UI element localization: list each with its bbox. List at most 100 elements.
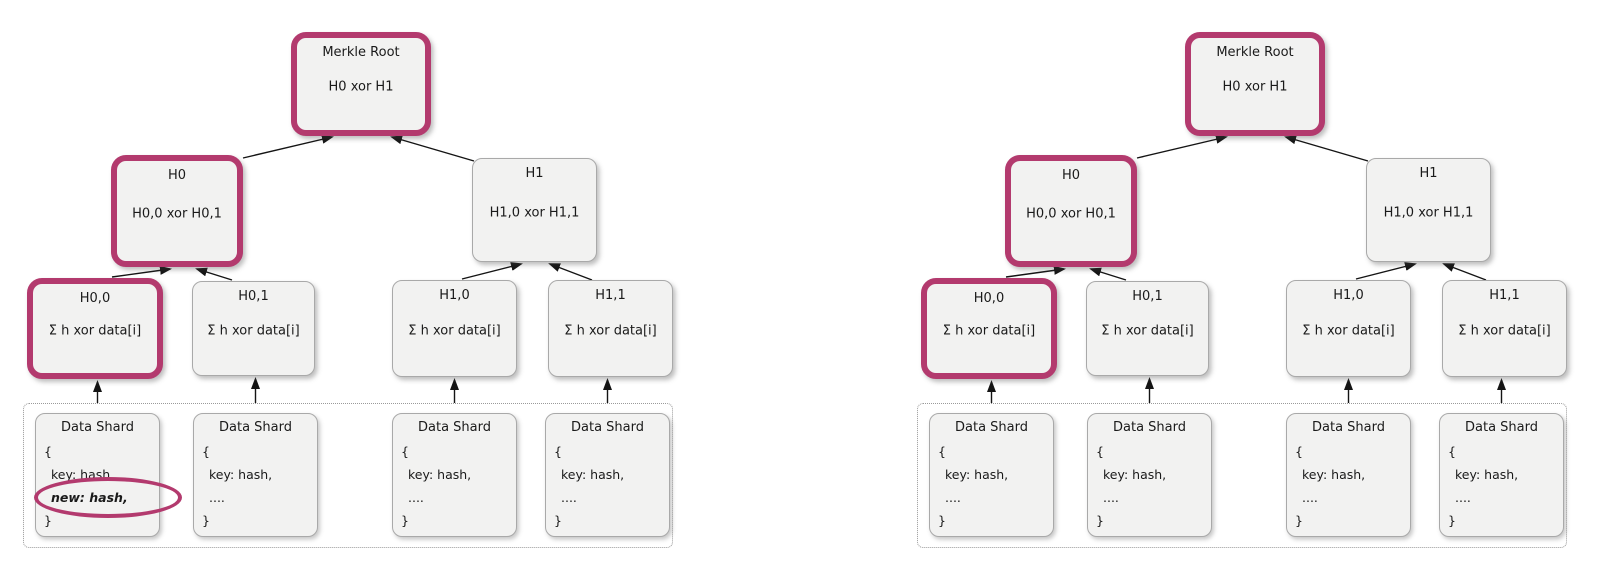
shard-line: } xyxy=(1448,513,1456,528)
shard-line: key: hash, xyxy=(561,467,625,482)
shard-line: { xyxy=(1448,444,1456,459)
data-shard-2: Data Shard { key: hash, .... } xyxy=(1087,413,1212,537)
shard-line: { xyxy=(1096,444,1104,459)
shard-line: { xyxy=(554,444,562,459)
shard-line: { xyxy=(401,444,409,459)
shard-line: .... xyxy=(1455,490,1471,505)
node-formula: Σ h xor data[i] xyxy=(564,323,657,339)
data-shard-1: Data Shard { key: hash, .... } xyxy=(929,413,1054,537)
shard-body: { key: hash, .... } xyxy=(393,440,516,532)
shard-line: .... xyxy=(1103,490,1119,505)
shard-line: { xyxy=(202,444,210,459)
shard-body: { key: hash, .... } xyxy=(194,440,317,532)
node-h10: H1,0 Σ h xor data[i] xyxy=(392,280,517,377)
node-formula: Σ h xor data[i] xyxy=(207,323,300,339)
node-h0: H0 H0,0 xor H0,1 xyxy=(111,155,243,267)
node-formula: Σ h xor data[i] xyxy=(942,323,1036,339)
shard-body: { key: hash, .... } xyxy=(1440,440,1563,532)
node-merkle-root: Merkle Root H0 xor H1 xyxy=(1185,32,1325,136)
node-title: H0,0 xyxy=(973,291,1005,306)
shard-line: key: hash, xyxy=(945,467,1009,482)
node-formula: Σ h xor data[i] xyxy=(1458,323,1551,339)
data-shard-4: Data Shard { key: hash, .... } xyxy=(1439,413,1564,537)
node-title: H1,1 xyxy=(595,288,626,303)
shard-line: .... xyxy=(561,490,577,505)
shard-title: Data Shard xyxy=(1465,420,1538,435)
data-shard-4: Data Shard { key: hash, .... } xyxy=(545,413,670,537)
node-formula: H0 xor H1 xyxy=(328,79,394,95)
node-h11: H1,1 Σ h xor data[i] xyxy=(548,280,673,377)
shard-body: { key: hash, new: hash, } xyxy=(34,440,182,532)
shard-title: Data Shard xyxy=(955,420,1028,435)
node-h00: H0,0 Σ h xor data[i] xyxy=(921,278,1057,379)
node-formula: H0,0 xor H0,1 xyxy=(132,206,222,222)
shard-title: Data Shard xyxy=(61,420,134,435)
shard-line: key: hash, xyxy=(209,467,273,482)
data-shard-3: Data Shard { key: hash, .... } xyxy=(392,413,517,537)
node-title: H0,1 xyxy=(238,289,269,304)
node-h1: H1 H1,0 xor H1,1 xyxy=(1366,158,1491,262)
node-formula: Σ h xor data[i] xyxy=(408,323,501,339)
shard-body: { key: hash, .... } xyxy=(930,440,1053,532)
shard-line: key: hash, xyxy=(1302,467,1366,482)
shard-body: { key: hash, .... } xyxy=(1287,440,1410,532)
shard-line: } xyxy=(1295,513,1303,528)
shard-body: { key: hash, .... } xyxy=(1088,440,1211,532)
shard-line: } xyxy=(554,513,562,528)
shard-title: Data Shard xyxy=(418,420,491,435)
shard-line: { xyxy=(44,444,52,459)
shard-title: Data Shard xyxy=(1312,420,1385,435)
merkle-tree-left: Merkle Root H0 xor H1 H0 H0,0 xor H0,1 H… xyxy=(0,0,700,567)
shard-line: .... xyxy=(209,490,225,505)
shard-title: Data Shard xyxy=(1113,420,1186,435)
shard-line: key: hash, xyxy=(408,467,472,482)
shard-line: key: hash, xyxy=(1103,467,1167,482)
node-title: H0 xyxy=(1061,168,1081,183)
shard-line-new-entry: new: hash, xyxy=(34,477,182,518)
shard-line: .... xyxy=(408,490,424,505)
shard-line: } xyxy=(44,513,52,528)
data-shard-2: Data Shard { key: hash, .... } xyxy=(193,413,318,537)
node-h11: H1,1 Σ h xor data[i] xyxy=(1442,280,1567,377)
shard-line: key: hash, xyxy=(1455,467,1519,482)
node-title: H1,0 xyxy=(1333,288,1364,303)
shard-line: .... xyxy=(1302,490,1318,505)
node-formula: H1,0 xor H1,1 xyxy=(1383,205,1474,221)
node-h01: H0,1 Σ h xor data[i] xyxy=(1086,281,1209,376)
node-title: H0 xyxy=(167,168,187,183)
node-h1: H1 H1,0 xor H1,1 xyxy=(472,158,597,262)
node-title: H0,1 xyxy=(1132,289,1163,304)
node-formula: Σ h xor data[i] xyxy=(48,323,142,339)
shard-body: { key: hash, .... } xyxy=(546,440,669,532)
shard-line: .... xyxy=(945,490,961,505)
node-formula: H1,0 xor H1,1 xyxy=(489,205,580,221)
shard-title: Data Shard xyxy=(219,420,292,435)
node-h10: H1,0 Σ h xor data[i] xyxy=(1286,280,1411,377)
node-formula: Σ h xor data[i] xyxy=(1302,323,1395,339)
node-formula: H0 xor H1 xyxy=(1222,79,1288,95)
node-title: H1,1 xyxy=(1489,288,1520,303)
highlight-ellipse-annotation xyxy=(34,477,182,518)
node-title: Merkle Root xyxy=(322,45,400,60)
node-title: Merkle Root xyxy=(1216,45,1294,60)
data-shard-3: Data Shard { key: hash, .... } xyxy=(1286,413,1411,537)
node-title: H0,0 xyxy=(79,291,111,306)
node-title: H1,0 xyxy=(439,288,470,303)
shard-line: { xyxy=(1295,444,1303,459)
node-title: H1 xyxy=(525,166,544,181)
shard-line: { xyxy=(938,444,946,459)
shard-title: Data Shard xyxy=(571,420,644,435)
merkle-tree-right: Merkle Root H0 xor H1 H0 H0,0 xor H0,1 H… xyxy=(894,0,1594,567)
node-h01: H0,1 Σ h xor data[i] xyxy=(192,281,315,376)
shard-line: } xyxy=(401,513,409,528)
shard-line: } xyxy=(938,513,946,528)
node-title: H1 xyxy=(1419,166,1438,181)
node-formula: H0,0 xor H0,1 xyxy=(1026,206,1116,222)
node-merkle-root: Merkle Root H0 xor H1 xyxy=(291,32,431,136)
node-h0: H0 H0,0 xor H0,1 xyxy=(1005,155,1137,267)
shard-line: } xyxy=(1096,513,1104,528)
shard-line: } xyxy=(202,513,210,528)
node-formula: Σ h xor data[i] xyxy=(1101,323,1194,339)
node-h00: H0,0 Σ h xor data[i] xyxy=(27,278,163,379)
